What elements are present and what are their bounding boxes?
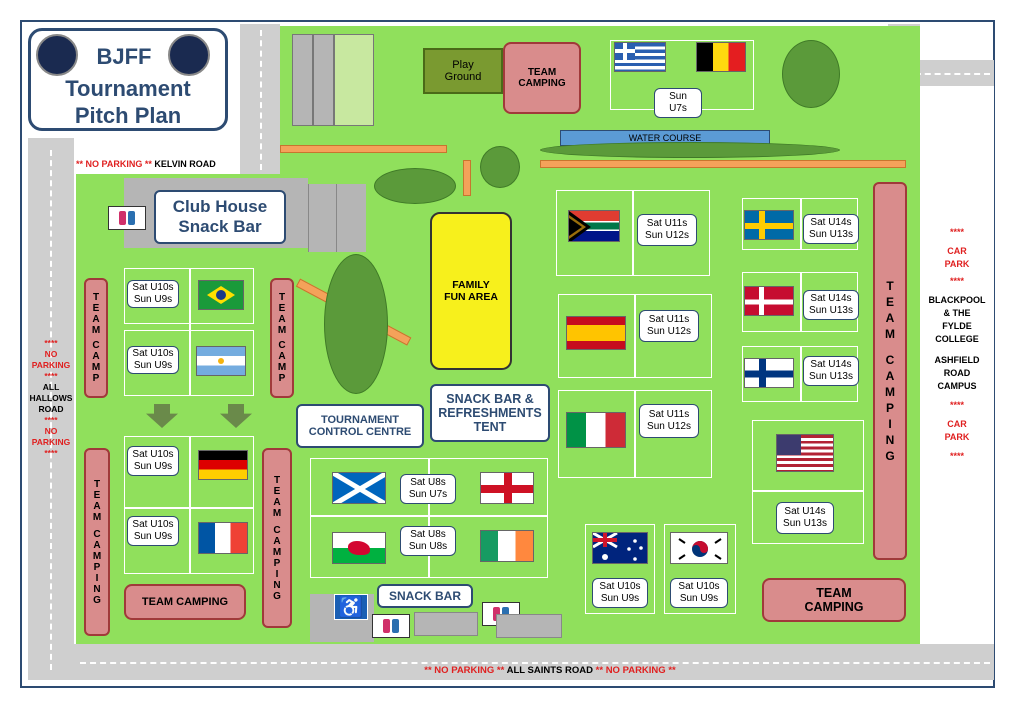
pitch-bottom-2 (664, 524, 736, 614)
tree (480, 146, 520, 188)
kelvin-road-label: ** NO PARKING ** KELVIN ROAD (76, 159, 216, 169)
pitch-divider (189, 436, 191, 574)
pitch-divider (428, 458, 430, 578)
toilets-icon (108, 206, 146, 230)
pitch-right-4 (752, 420, 864, 544)
all-hallows-road-label: **** NO PARKING **** ALL HALLOWS ROAD **… (29, 338, 73, 458)
hedge (540, 142, 840, 158)
pitch-divider (189, 268, 191, 396)
snack-bar-label: SNACK BAR (377, 584, 473, 608)
road-marking (80, 662, 990, 664)
title-line-2: Tournament (65, 76, 191, 101)
tree (782, 40, 840, 108)
team-camping-bottom-right: TEAM CAMPING (762, 578, 906, 622)
south-korea-flag-icon (670, 532, 728, 564)
pitch-divider (800, 272, 802, 332)
building (334, 34, 374, 126)
denmark-flag-icon (744, 286, 794, 316)
tree (374, 168, 456, 204)
title-line-1: BJFF (96, 44, 152, 69)
team-camping-bottom-left: TEAM CAMPING (124, 584, 246, 620)
spain-flag-icon (566, 316, 626, 350)
club-house-label: Club House Snack Bar (154, 190, 286, 244)
tree (324, 254, 388, 394)
finland-flag-icon (744, 358, 794, 388)
snack-bar-tent: SNACK BAR & REFRESHMENTS TENT (430, 384, 550, 442)
pitch-divider (634, 390, 636, 478)
pitch-divider (800, 346, 802, 402)
sweden-flag-icon (744, 210, 794, 240)
disabled-access-icon: ♿ (334, 594, 368, 620)
belgium-flag-icon (696, 42, 746, 72)
scotland-flag-icon (332, 472, 386, 504)
title-line-3: Pitch Plan (74, 103, 182, 128)
play-ground: Play Ground (423, 48, 503, 94)
usa-flag-icon (776, 434, 834, 472)
all-saints-road-label: ** NO PARKING ** ALL SAINTS ROAD ** NO P… (424, 665, 676, 676)
footpath (463, 160, 471, 196)
toilets-icon (372, 614, 410, 638)
australia-flag-icon (592, 532, 648, 564)
footpath (280, 145, 447, 153)
club-house-building (336, 184, 337, 252)
greece-flag-icon (614, 42, 666, 72)
pitch-divider (800, 198, 802, 250)
building (312, 34, 314, 126)
car-park-panel (920, 86, 994, 644)
pitch-divider (752, 490, 864, 492)
family-fun-area: FAMILY FUN AREA (430, 212, 512, 370)
footpath (540, 160, 906, 168)
road-marking (50, 150, 52, 670)
pitch-divider (632, 190, 634, 276)
building (496, 614, 562, 638)
federation-badge-icon (168, 34, 210, 76)
road-marking (260, 30, 262, 170)
building (414, 612, 478, 636)
road-marking (905, 73, 990, 75)
germany-flag-icon (198, 450, 248, 480)
italy-flag-icon (566, 412, 626, 448)
pitch-bottom-1 (585, 524, 655, 614)
france-flag-icon (198, 522, 248, 554)
federation-badge-icon (36, 34, 78, 76)
ireland-flag-icon (480, 530, 534, 562)
argentina-flag-icon (196, 346, 246, 376)
tournament-control-centre: TOURNAMENT CONTROL CENTRE (296, 404, 424, 448)
brazil-flag-icon (198, 280, 244, 310)
team-camping-top: TEAM CAMPING (503, 42, 581, 114)
wales-flag-icon (332, 532, 386, 564)
car-park-label: **** CAR PARK **** BLACKPOOL & THE FYLDE… (928, 227, 986, 461)
pitch-divider (634, 294, 636, 378)
south-africa-flag-icon (568, 210, 620, 242)
club-house-building (308, 184, 366, 252)
england-flag-icon (480, 472, 534, 504)
